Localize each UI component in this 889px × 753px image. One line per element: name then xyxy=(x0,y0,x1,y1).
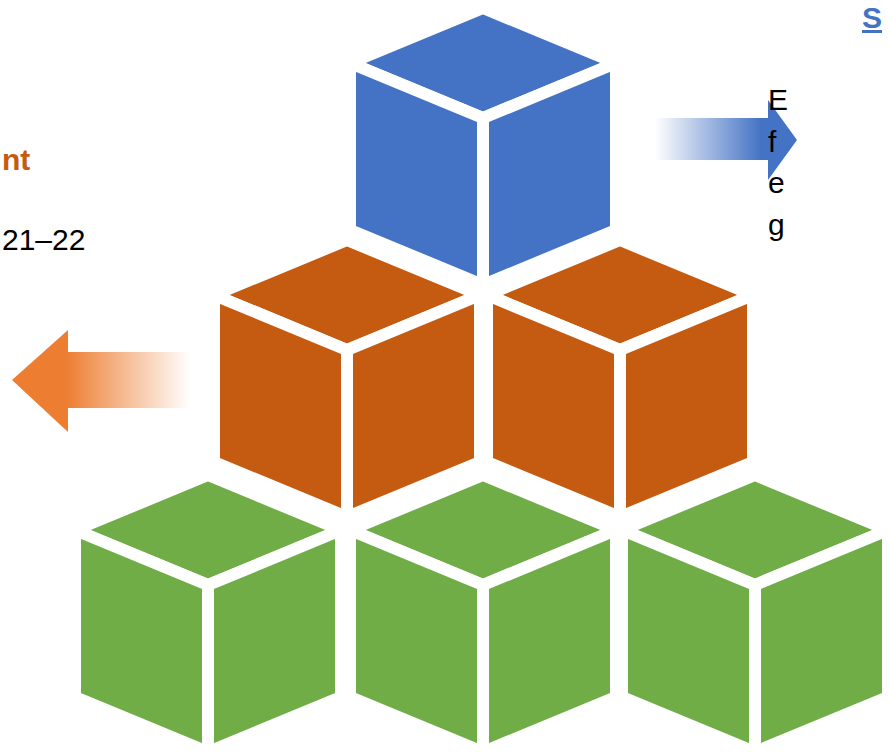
orange-cube xyxy=(214,240,480,517)
blue-cube xyxy=(350,8,616,285)
text-fragment: f xyxy=(768,124,776,160)
text-fragment: g xyxy=(768,207,785,243)
heading-fragment: nt xyxy=(2,142,30,178)
text-fragment: e xyxy=(768,165,785,201)
text-fragment: 21–22 xyxy=(2,222,85,258)
green-cube xyxy=(350,475,616,752)
left-arrow xyxy=(12,330,190,432)
orange-cube xyxy=(487,240,753,517)
text-fragment: E xyxy=(768,82,788,118)
bottom-row xyxy=(75,475,888,752)
green-cube xyxy=(622,475,888,752)
heading-fragment: S xyxy=(862,0,882,36)
green-cube xyxy=(75,475,341,752)
